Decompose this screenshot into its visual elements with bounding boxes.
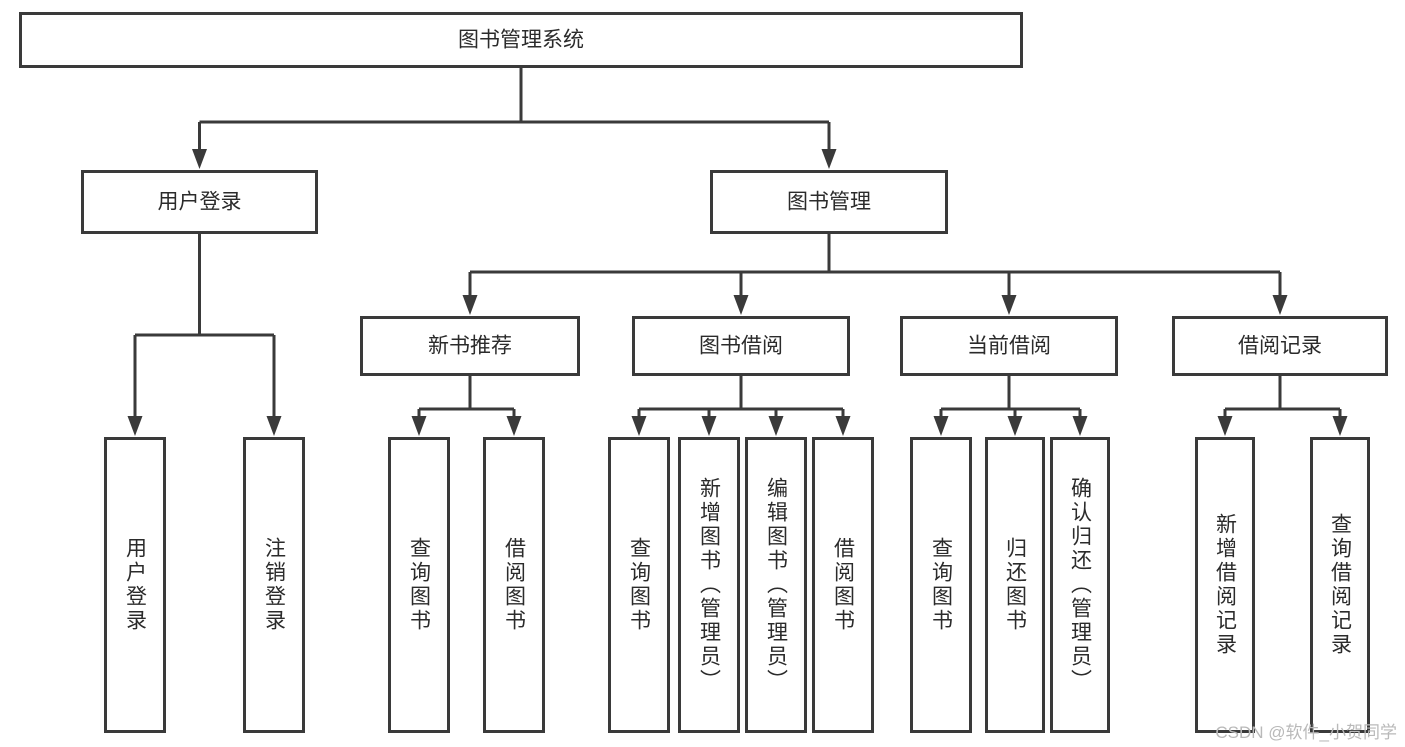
node-box [388, 437, 450, 733]
node-box [1172, 316, 1388, 376]
arrow-head-leaf-confirm-return-admin [1072, 416, 1088, 436]
node-label: 借阅记录 [1238, 335, 1322, 358]
node-box [812, 437, 874, 733]
node-box [1050, 437, 1110, 733]
node-box [360, 316, 580, 376]
arrow-head-leaf-return-book [1007, 416, 1023, 436]
arrow-head-leaf-query-book-cur [933, 416, 949, 436]
arrow-head-leaf-logout-login [266, 416, 282, 436]
arrow-head-leaf-query-book-rec [411, 416, 427, 436]
arrow-head-leaf-edit-book-admin [768, 416, 784, 436]
node-leaf-leaf-borrow-book-bor[interactable] [812, 437, 874, 733]
node-box [632, 316, 850, 376]
node-box [1310, 437, 1370, 733]
arrow-head-current-borrow [1001, 295, 1017, 315]
node-box [900, 316, 1118, 376]
arrow-head-new-book-recommend [462, 295, 478, 315]
node-box [243, 437, 305, 733]
node-box [678, 437, 740, 733]
arrow-head-borrow-record [1272, 295, 1288, 315]
watermark: CSDN @软件_小贺同学 [1215, 723, 1397, 742]
node-box [710, 170, 948, 234]
node-box [19, 12, 1023, 68]
node-label: 图书借阅 [699, 335, 783, 358]
node-box [104, 437, 166, 733]
node-leaf-leaf-query-book-cur[interactable] [910, 437, 972, 733]
node-leaf-leaf-user-login[interactable] [104, 437, 166, 733]
node-label: 新书推荐 [428, 335, 512, 358]
node-box [910, 437, 972, 733]
node-box [608, 437, 670, 733]
node-leaf-leaf-query-book-bor[interactable] [608, 437, 670, 733]
arrow-head-leaf-user-login [127, 416, 143, 436]
arrow-head-leaf-borrow-book-rec [506, 416, 522, 436]
arrow-head-leaf-query-book-bor [631, 416, 647, 436]
node-label: 图书管理 [787, 191, 871, 214]
node-leaf-leaf-query-book-rec[interactable] [388, 437, 450, 733]
arrow-head-user-login [192, 149, 207, 169]
node-level2-user-login[interactable]: 用户登录 [81, 170, 318, 234]
node-leaf-leaf-add-borrow-record[interactable] [1195, 437, 1255, 733]
node-label: 用户登录 [158, 191, 242, 214]
node-label: 当前借阅 [967, 335, 1051, 358]
node-box [483, 437, 545, 733]
edge-layer [127, 68, 1348, 436]
node-leaf-leaf-add-book-admin[interactable] [678, 437, 740, 733]
node-label: 图书管理系统 [458, 29, 584, 52]
arrow-head-leaf-query-borrow-record [1332, 416, 1348, 436]
node-level3-new-book-recommend[interactable]: 新书推荐 [360, 316, 580, 376]
node-level3-book-borrow[interactable]: 图书借阅 [632, 316, 850, 376]
node-leaf-leaf-borrow-book-rec[interactable] [483, 437, 545, 733]
arrow-head-leaf-add-book-admin [701, 416, 717, 436]
node-level2-book-manage[interactable]: 图书管理 [710, 170, 948, 234]
node-level3-current-borrow[interactable]: 当前借阅 [900, 316, 1118, 376]
arrow-head-leaf-add-borrow-record [1217, 416, 1233, 436]
node-box [81, 170, 318, 234]
node-box [985, 437, 1045, 733]
node-box [1195, 437, 1255, 733]
node-root-root[interactable]: 图书管理系统 [19, 12, 1023, 68]
arrow-head-book-borrow [733, 295, 749, 315]
node-level3-borrow-record[interactable]: 借阅记录 [1172, 316, 1388, 376]
node-leaf-leaf-confirm-return-admin[interactable] [1050, 437, 1110, 733]
arrow-head-leaf-borrow-book-bor [835, 416, 851, 436]
node-leaf-leaf-query-borrow-record[interactable] [1310, 437, 1370, 733]
node-leaf-leaf-logout-login[interactable] [243, 437, 305, 733]
node-box [745, 437, 807, 733]
node-leaf-leaf-return-book[interactable] [985, 437, 1045, 733]
arrow-head-book-manage [821, 149, 837, 169]
node-leaf-leaf-edit-book-admin[interactable] [745, 437, 807, 733]
